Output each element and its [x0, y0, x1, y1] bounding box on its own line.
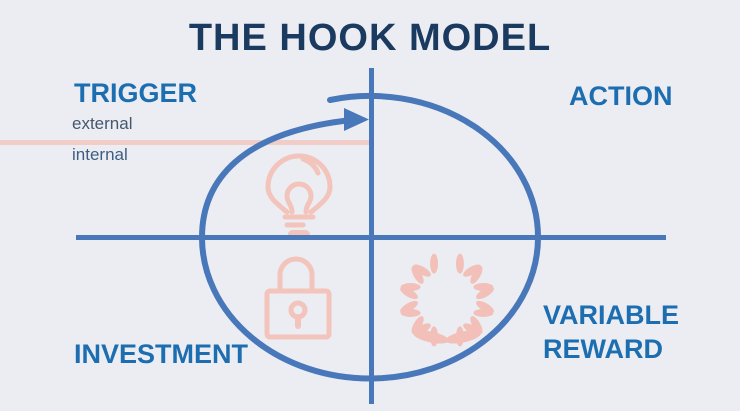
- arrowhead-icon: [344, 108, 369, 131]
- variable-reward-line1: VARIABLE: [543, 300, 680, 330]
- lightbulb-icon: [265, 153, 333, 239]
- trigger-sublabel-external: external: [72, 114, 133, 133]
- investment-label: INVESTMENT: [74, 339, 249, 369]
- action-label: ACTION: [569, 81, 673, 111]
- page-title: THE HOOK MODEL: [188, 17, 552, 59]
- trigger-sublabel-internal: internal: [72, 145, 128, 164]
- variable-reward-line2: REWARD: [543, 333, 663, 364]
- laurel-wreath-icon: [397, 250, 497, 350]
- hook-loop-arrow: [198, 92, 542, 382]
- variable-reward-label: VARIABLE REWARD: [543, 299, 679, 367]
- trigger-label: TRIGGER: [74, 78, 198, 108]
- lock-icon: [264, 256, 332, 340]
